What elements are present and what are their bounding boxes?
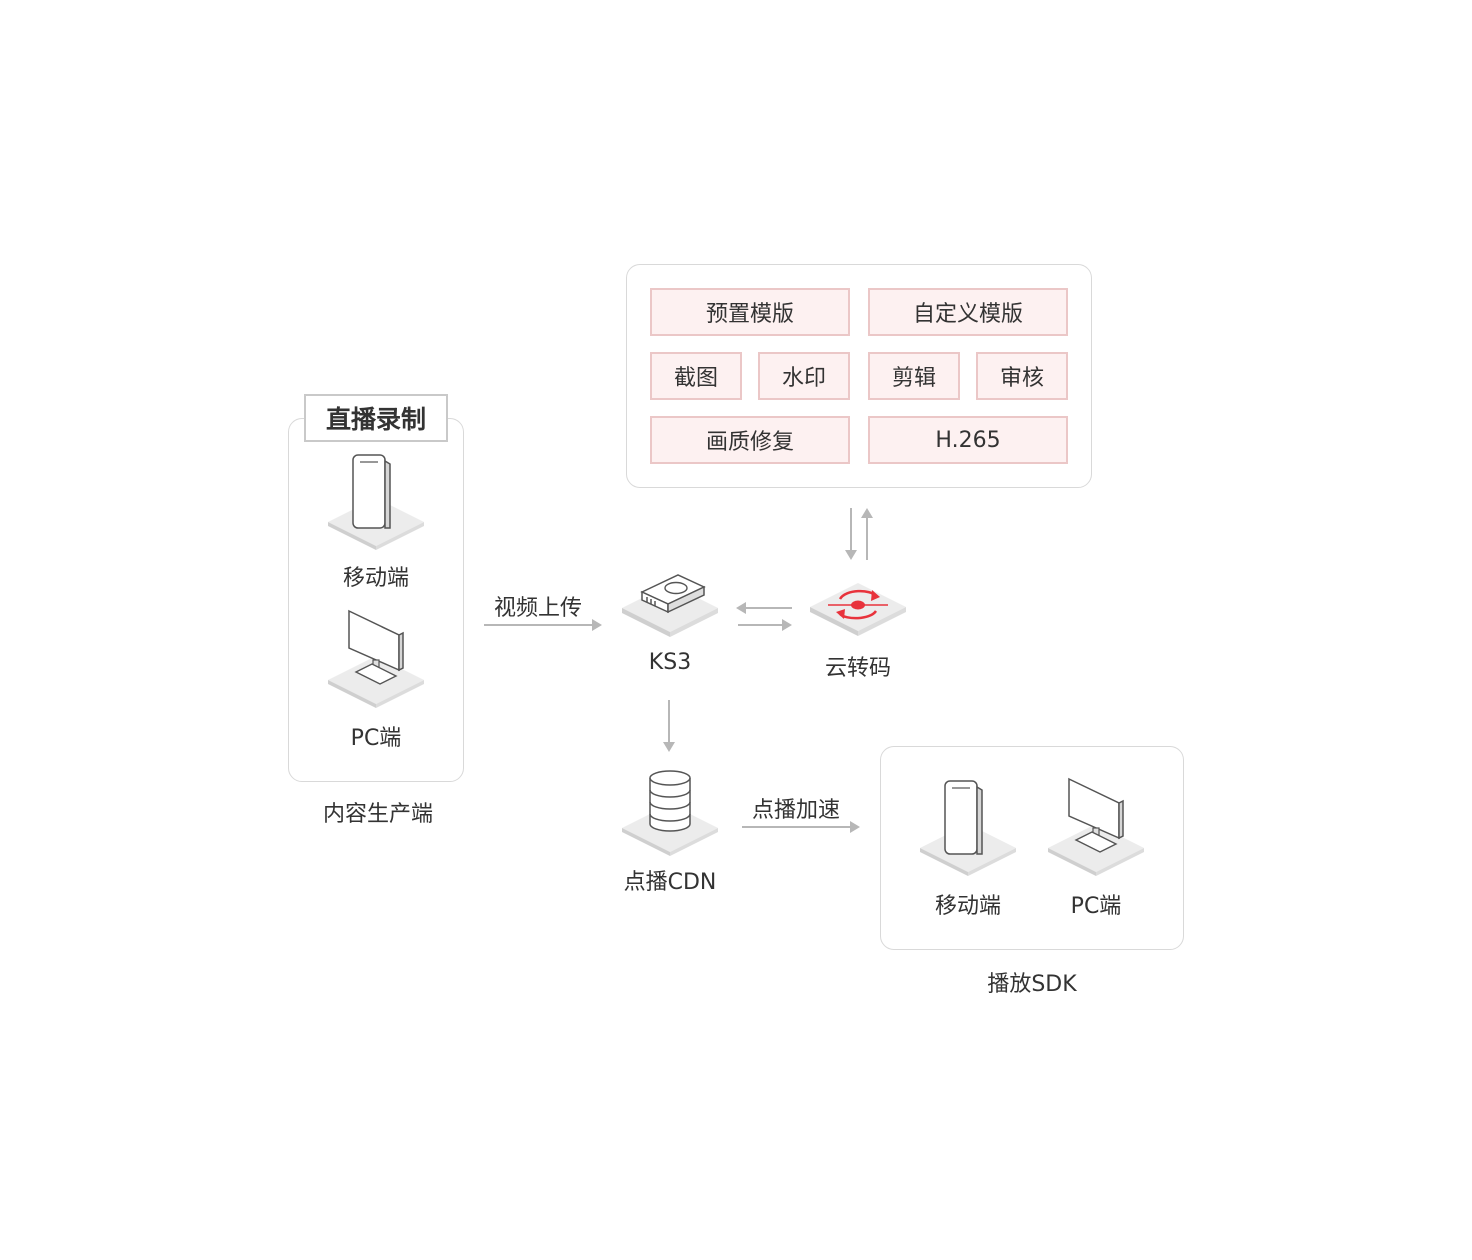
upload-edge-label: 视频上传 bbox=[493, 596, 582, 621]
custom-template-tag: 自定义模版 bbox=[868, 288, 1068, 336]
transcode-icon bbox=[810, 583, 906, 636]
pc-monitor-icon bbox=[328, 609, 424, 708]
cdn-label: 点播CDN bbox=[623, 870, 717, 895]
screenshot-tag: 截图 bbox=[650, 352, 742, 400]
producer-pc-label: PC端 bbox=[350, 726, 402, 751]
ks3-transcode-arrows bbox=[736, 602, 792, 631]
watermark-tag: 水印 bbox=[758, 352, 850, 400]
clip-tag: 剪辑 bbox=[868, 352, 960, 400]
ks3-label: KS3 bbox=[648, 650, 692, 675]
preset-template-tag: 预置模版 bbox=[650, 288, 850, 336]
ks3-cdn-arrow bbox=[663, 700, 675, 752]
producer-mobile-label: 移动端 bbox=[342, 566, 409, 591]
ks3-storage-icon bbox=[622, 574, 718, 637]
accelerate-arrow bbox=[742, 821, 860, 833]
transcode-features-arrows bbox=[845, 508, 873, 560]
mobile-device-icon bbox=[328, 454, 424, 550]
sdk-pc-label: PC端 bbox=[1070, 894, 1122, 919]
sdk-mobile-device-icon bbox=[920, 780, 1016, 876]
cdn-database-icon bbox=[622, 770, 718, 856]
transcode-label: 云转码 bbox=[824, 656, 891, 681]
producer-caption: 内容生产端 bbox=[322, 802, 433, 827]
image-restore-tag: 画质修复 bbox=[650, 416, 850, 464]
upload-arrow bbox=[484, 619, 602, 631]
sdk-pc-monitor-icon bbox=[1048, 777, 1144, 876]
h265-tag: H.265 bbox=[868, 416, 1068, 464]
live-recording-title: 直播录制 bbox=[304, 394, 448, 442]
player-sdk-caption: 播放SDK bbox=[987, 972, 1077, 997]
sdk-mobile-label: 移动端 bbox=[934, 894, 1001, 919]
review-tag: 审核 bbox=[976, 352, 1068, 400]
accelerate-edge-label: 点播加速 bbox=[751, 798, 840, 823]
